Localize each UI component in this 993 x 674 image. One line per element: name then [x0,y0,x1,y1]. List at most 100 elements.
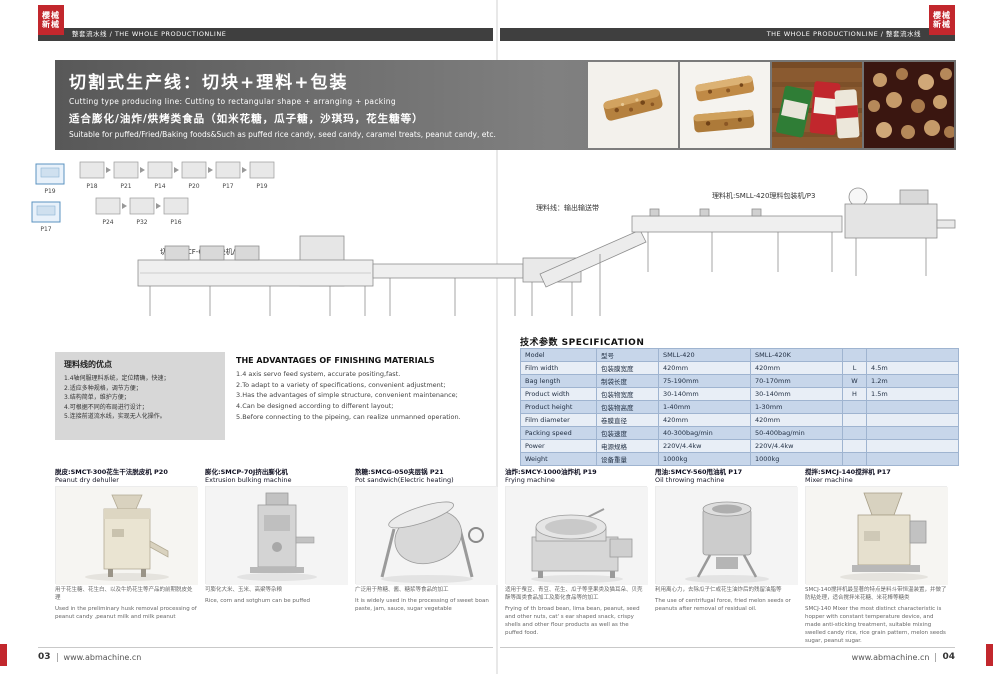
machine-card-extruder: 膨化:SMCP-70J挤出膨化机 Extrusion bulking machi… [205,466,348,606]
label-packing-machine: 理料机:SMLL-420理料包装机/P3 [712,191,815,200]
svg-text:P32: P32 [136,219,147,226]
svg-text:P24: P24 [102,219,113,226]
machine-caption-cn: 油炸:SMCY-1000油炸机 P19 [505,468,597,476]
flow-icon-highlighted-2: P17 [31,201,61,233]
brand-logo-text-1: 樱械 [42,10,60,20]
fryer-image [506,487,648,585]
footer-right: www.abmachine.cn 04 [852,652,955,662]
banner-title-cn: 切割式生产线：切块+理料+包装 [69,73,349,93]
photo-packaged-candy [772,62,862,148]
page-number-right: 04 [942,652,955,662]
svg-text:P20: P20 [188,183,199,190]
machine-caption-cn: 膨化:SMCP-70J挤出膨化机 [205,468,288,476]
brand-logo-right: 樱械 新械 [929,5,955,35]
mixer-image [806,487,948,585]
flow-row-1-labels: P18 P21 P14 P20 P17 P19 [86,183,267,190]
footer-divider [935,652,937,662]
footer-rule-right [500,647,955,648]
header-strip-left: 整套流水线 / THE WHOLE PRODUCTIONLINE [38,28,493,41]
advantages-cn-title: 理料线的优点 [64,360,112,369]
machine-desc-en: SMCJ-140 Mixer the most distinct charact… [805,605,946,644]
cereal-bars-image [680,62,770,148]
footer-red-tab-right [986,644,993,666]
header-strip-right-label: THE WHOLE PRODUCTIONLINE / 整套流水线 [766,30,921,38]
machine-caption-en: Mixer machine [805,476,853,484]
banner-subtitle-cn: 适合膨化/油炸/烘烤类食品（如米花糖，瓜子糖，沙琪玛，花生糖等） [69,113,424,125]
machine-card-oil-thrower: 甩油:SMCY-560甩油机 P17 Oil throwing machine … [655,466,798,614]
svg-text:P18: P18 [86,183,97,190]
photo-cereal-bar [588,62,678,148]
advantage-en-item: 2.To adapt to a variety of specification… [236,380,446,389]
machine-card-fryer: 油炸:SMCY-1000油炸机 P19 Frying machine 适用于蚕豆… [505,466,648,638]
advantage-cn-item: 3.结构简单，维护方便； [64,394,130,402]
machine-desc-en: It is widely used in the processing of s… [355,597,489,612]
extruder-image [206,487,348,585]
dehuller-photo [55,486,198,585]
footer-rule-left [38,647,493,648]
advantage-cn-item: 2.适应多种规格，调节方便； [64,384,142,392]
advantage-en-item: 1.4 axis servo feed system, accurate pos… [236,370,401,378]
svg-text:P19: P19 [256,183,267,190]
machine-caption-cn: 熬糖:SMCG-050夹层锅 P21 [355,468,444,476]
brand-logo-left: 樱械 新械 [38,5,64,35]
machine-desc-cn: SMCJ-140搅拌机最显著的特点是料斗带恒温装置，并做了防粘处理，适合搅拌米花… [805,587,947,601]
svg-text:P19: P19 [44,188,55,195]
incline-conveyor-drawing [539,229,647,316]
page-fold-divider [496,0,498,674]
spec-title: 技术参数 SPECIFICATION [520,338,645,348]
banner-subtitle-en: Suitable for puffed/Fried/Baking foods&S… [69,130,496,139]
oil-thrower-photo [655,486,798,585]
machine-desc-cn: 广泛用于熬糖、酱、糖浆等食品的加工 [355,587,449,593]
flow-icon-highlighted-1: P19 [35,163,65,195]
advantage-en-item: 5.Before connecting to the pipeing, can … [236,412,461,421]
fryer-photo [505,486,648,585]
machine-caption-en: Oil throwing machine [655,476,725,484]
machine-card-dehuller: 脱皮:SMCT-300花生干法脱皮机 P20 Peanut dry dehull… [55,466,198,622]
svg-text:P16: P16 [170,219,181,226]
svg-text:P17: P17 [222,183,233,190]
extruder-photo [205,486,348,585]
top-conveyor-drawing [631,208,843,272]
brand-logo-text-2: 新械 [933,20,951,29]
product-photo-strip [588,62,954,148]
machine-desc-cn: 利用离心力，去除瓜子仁或花生油炸后的残留油脂等 [655,587,782,593]
banner-title-en: Cutting type producing line: Cutting to … [69,97,396,106]
advantage-en-item: 3.Has the advantages of simple structure… [236,391,458,400]
svg-text:P21: P21 [120,183,131,190]
kettle-photo [355,486,498,585]
footer-left: 03 www.abmachine.cn [38,652,141,662]
footer-divider [56,652,58,662]
advantages-en-title: THE ADVANTAGES OF FINISHING MATERIALS [236,356,435,365]
website-link[interactable]: www.abmachine.cn [63,652,142,662]
advantage-en-item: 4.Can be designed according to different… [236,402,394,411]
machine-caption-cn: 搅拌:SMCJ-140搅拌机 P17 [805,468,891,476]
brand-logo-text-2: 新械 [42,20,60,29]
machine-desc-en: Rice, corn and sotghum can be puffed [205,597,310,604]
website-link[interactable]: www.abmachine.cn [851,652,930,662]
svg-text:P17: P17 [40,226,51,233]
advantages-en-box: THE ADVANTAGES OF FINISHING MATERIALS 1.… [236,356,504,423]
footer-red-tab-left [0,644,7,666]
header-strip-right: THE WHOLE PRODUCTIONLINE / 整套流水线 [500,28,955,41]
brand-logo-text-1: 樱械 [933,10,951,20]
header-strip-left-label: 整套流水线 / THE WHOLE PRODUCTIONLINE [72,30,227,38]
machine-desc-en: Frying of th broad bean, lima bean, pean… [505,605,640,636]
label-output-conveyor: 理料线：输出输送带 [536,203,599,212]
machine-desc-cn: 用于花生糖、花生白、以及牛奶花生等产品的前期脱皮处理 [55,587,193,601]
mixer-photo [805,486,948,585]
oil-thrower-image [656,487,798,585]
dehuller-image [56,487,198,585]
machine-caption-cn: 脱皮:SMCT-300花生干法脱皮机 P20 [55,468,168,476]
advantage-cn-item: 5.连接前道流水线，实现无人化操作。 [64,413,166,421]
flow-row-2-labels: P24 P32 P16 [102,219,181,226]
packaged-candy-image [772,62,862,148]
